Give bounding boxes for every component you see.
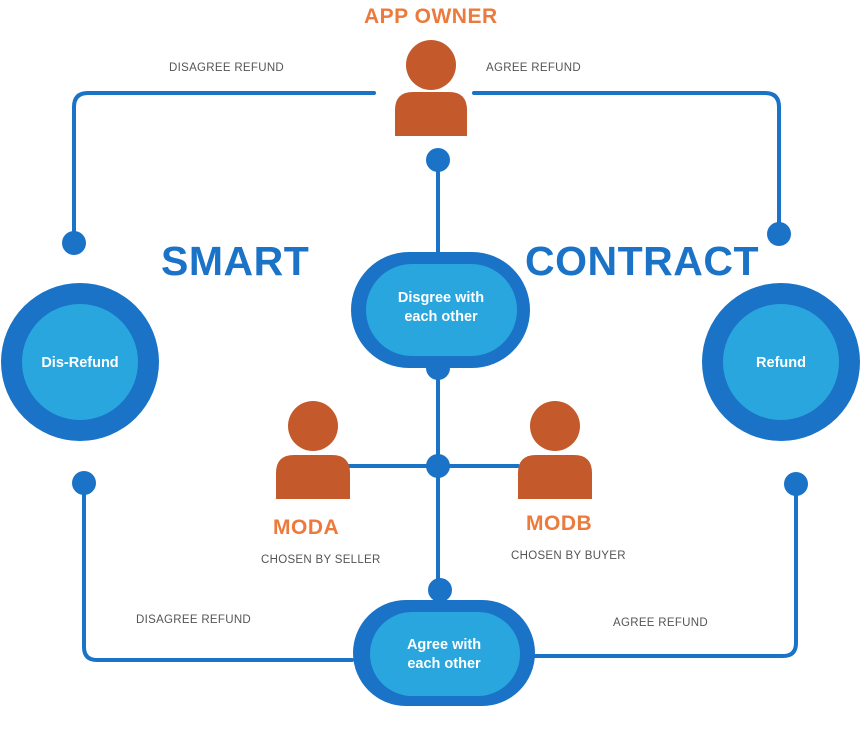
node-dis-refund: Dis-Refund [1,283,159,441]
connector-dot [426,148,450,172]
connector-dot [72,471,96,495]
app-owner-person-icon [395,40,467,136]
connector-dot [428,578,452,602]
app-owner-title: APP OWNER [364,5,498,28]
node-agree: Agree with each other [353,600,535,706]
connector-dot [426,454,450,478]
edge-label-bottom-agree: AGREE REFUND [613,617,708,629]
node-disagree: Disgree with each other [351,252,530,368]
heading-contract: CONTRACT [525,238,760,284]
node-agree-line1: Agree with [407,637,481,653]
connector-dot [767,222,791,246]
modb-title: MODB [526,512,593,535]
edge-agree-to-dis-refund [82,481,354,662]
node-disagree-line1: Disgree with [398,290,484,306]
modb-person-icon [518,401,592,499]
node-dis-refund-label: Dis-Refund [41,355,118,371]
edge-agree-to-refund [532,482,798,658]
node-refund-label: Refund [756,355,806,371]
edge-label-bottom-disagree: DISAGREE REFUND [136,614,252,626]
node-disagree-line2: each other [404,309,478,325]
edge-label-owner-agree: AGREE REFUND [486,62,581,74]
node-agree-line2: each other [407,656,481,672]
edge-owner-to-refund [472,91,781,236]
heading-smart: SMART [161,238,310,284]
connector-dot [784,472,808,496]
moda-person-icon [276,401,350,499]
edge-label-owner-disagree: DISAGREE REFUND [169,62,285,74]
connector-dot [62,231,86,255]
moda-title: MODA [273,516,340,539]
moda-subtitle: CHOSEN BY SELLER [261,554,381,566]
modb-subtitle: CHOSEN BY BUYER [511,550,626,562]
edge-owner-to-dis-refund [72,91,376,245]
node-refund: Refund [702,283,860,441]
